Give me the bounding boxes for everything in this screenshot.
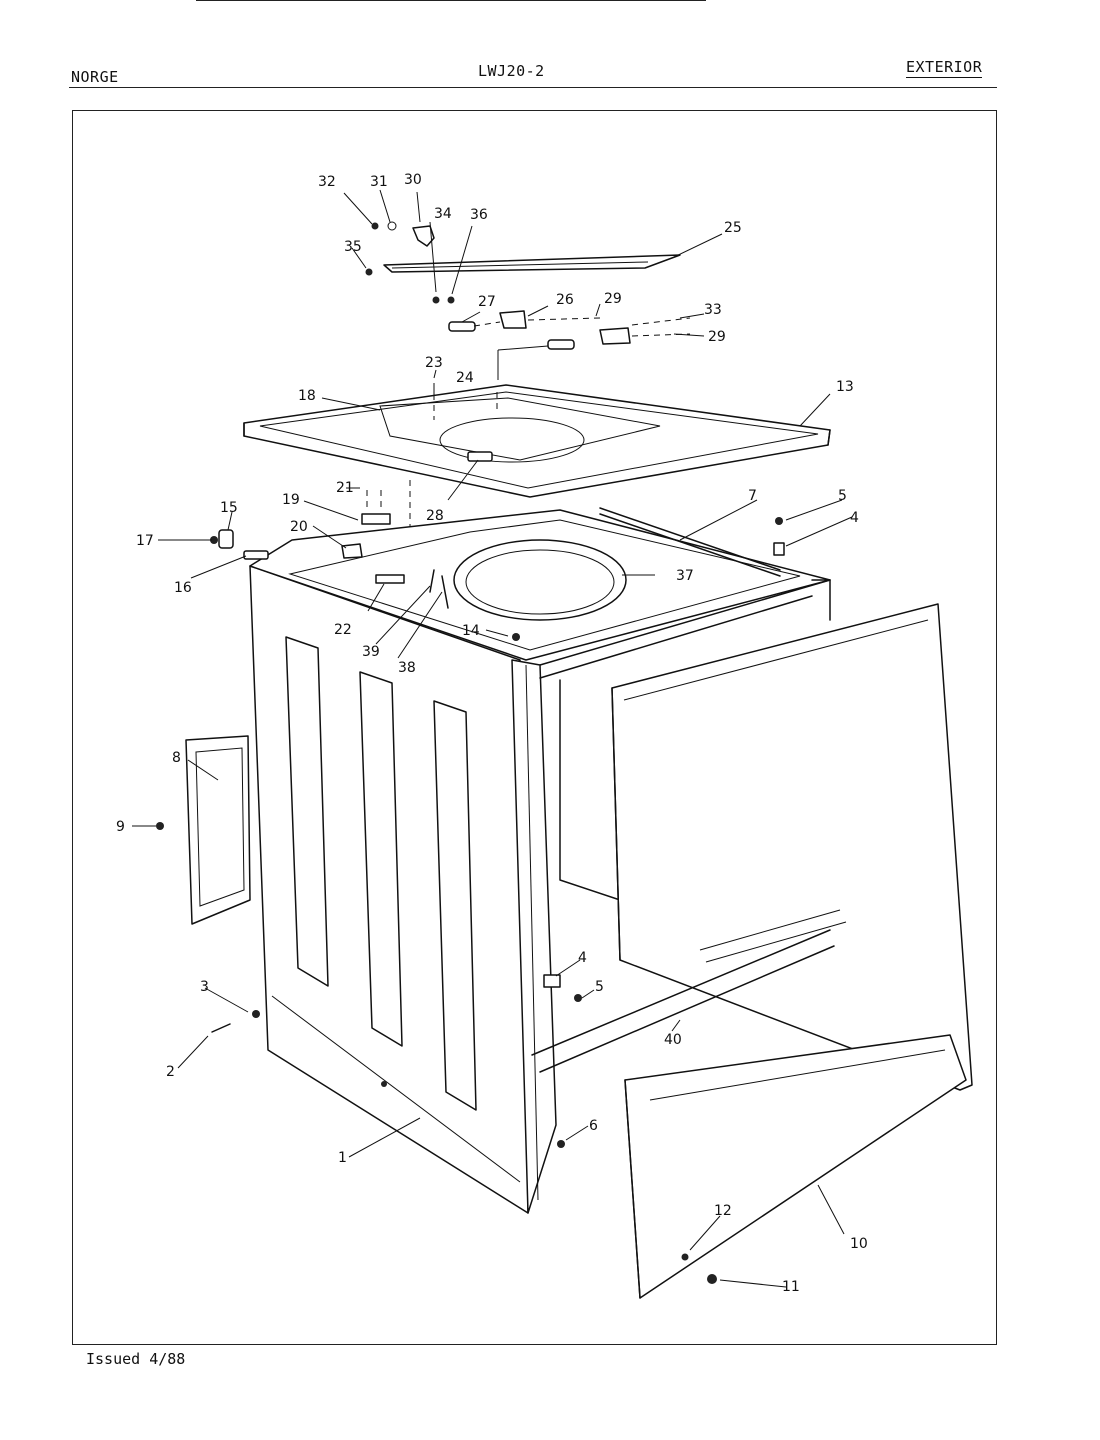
callout-26: 26 xyxy=(556,292,574,308)
callout-24: 24 xyxy=(456,370,474,386)
callout-25: 25 xyxy=(724,220,742,236)
callout-29b: 29 xyxy=(708,329,726,345)
callout-2: 2 xyxy=(166,1064,175,1080)
callout-13: 13 xyxy=(836,379,854,395)
callout-21: 21 xyxy=(336,480,354,496)
callout-20: 20 xyxy=(290,519,308,535)
callout-labels: 32 31 30 34 36 35 25 27 26 29 33 29 23 2… xyxy=(116,172,868,1295)
top-panel xyxy=(243,384,831,498)
callout-37: 37 xyxy=(676,568,694,584)
callout-18: 18 xyxy=(298,388,316,404)
callout-22: 22 xyxy=(334,622,352,638)
callout-30: 30 xyxy=(404,172,422,188)
issued-date: Issued 4/88 xyxy=(86,1350,186,1368)
header-rule xyxy=(69,87,997,88)
callout-1: 1 xyxy=(338,1150,347,1166)
header-section-title: EXTERIOR xyxy=(906,58,983,78)
hardware-screws xyxy=(156,513,785,1284)
callout-10: 10 xyxy=(850,1236,868,1252)
callout-6: 6 xyxy=(589,1118,598,1134)
callout-31: 31 xyxy=(370,174,388,190)
assembly-lines xyxy=(366,383,498,545)
callout-28: 28 xyxy=(426,508,444,524)
callout-15: 15 xyxy=(220,500,238,516)
callout-8: 8 xyxy=(172,750,181,766)
callout-16: 16 xyxy=(174,580,192,596)
callout-40: 40 xyxy=(664,1032,682,1048)
callout-35: 35 xyxy=(344,239,362,255)
callout-39: 39 xyxy=(362,644,380,660)
callout-38: 38 xyxy=(398,660,416,676)
callout-4a: 4 xyxy=(850,510,859,526)
diagram-frame xyxy=(72,110,997,1345)
callout-11: 11 xyxy=(782,1279,800,1295)
cross-rail xyxy=(531,929,835,1073)
callout-34: 34 xyxy=(434,206,452,222)
callout-9: 9 xyxy=(116,819,125,835)
header-model-number: LWJ20-2 xyxy=(478,62,545,80)
front-panel xyxy=(611,603,973,1091)
callout-33: 33 xyxy=(704,302,722,318)
callout-5b: 5 xyxy=(595,979,604,995)
lid-hardware xyxy=(365,221,691,380)
callout-14: 14 xyxy=(462,623,480,639)
callout-23: 23 xyxy=(425,355,443,371)
callout-19: 19 xyxy=(282,492,300,508)
toe-panel xyxy=(624,1034,967,1299)
service-panel xyxy=(185,735,251,925)
callout-29a: 29 xyxy=(604,291,622,307)
callout-27: 27 xyxy=(478,294,496,310)
top-edge-rule xyxy=(196,0,706,1)
callout-36: 36 xyxy=(470,207,488,223)
leader-lines xyxy=(132,189,853,1288)
callout-5a: 5 xyxy=(838,488,847,504)
cabinet-body xyxy=(249,507,831,1214)
callout-7: 7 xyxy=(748,488,757,504)
callout-17: 17 xyxy=(136,533,154,549)
callout-32: 32 xyxy=(318,174,336,190)
callout-12: 12 xyxy=(714,1203,732,1219)
callout-3: 3 xyxy=(200,979,209,995)
callout-4b: 4 xyxy=(578,950,587,966)
lid xyxy=(383,254,681,273)
